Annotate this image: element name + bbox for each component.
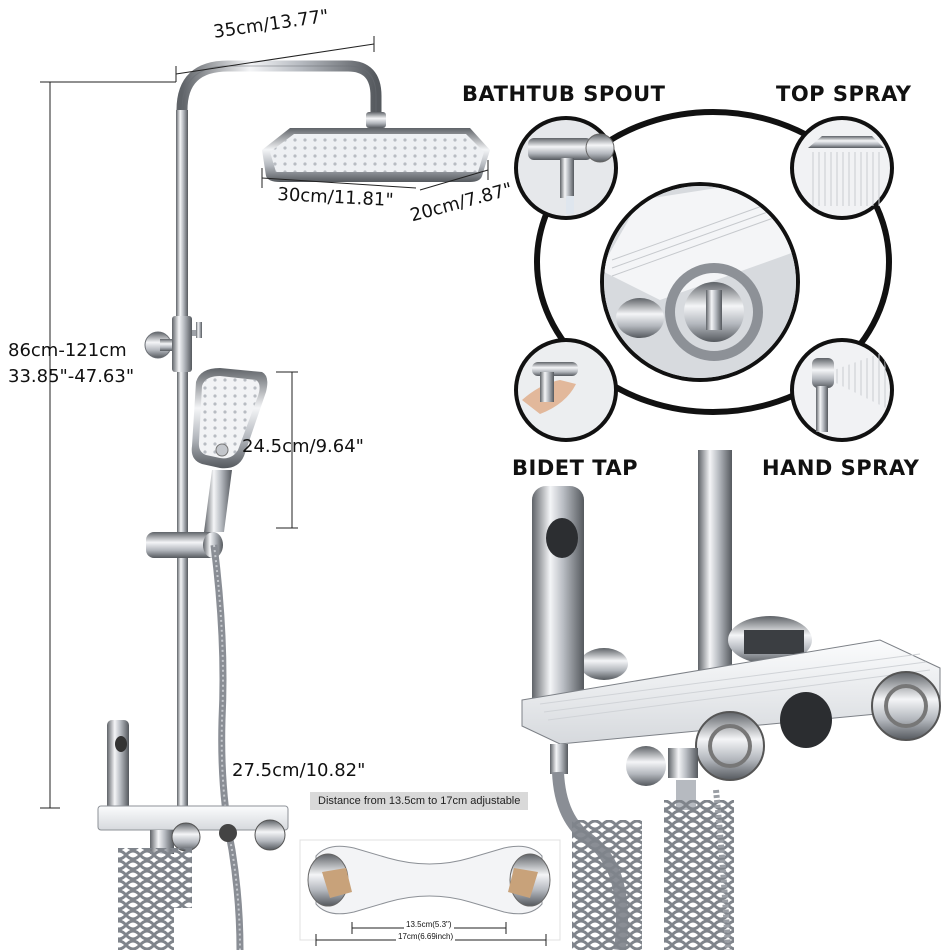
dimension-lines	[40, 36, 489, 809]
top-spray-label: TOP SPRAY	[776, 82, 912, 106]
hand-spray-length-label: 24.5cm/9.64"	[242, 436, 364, 457]
shower-column	[97, 60, 490, 950]
hand-spray-label: HAND SPRAY	[762, 456, 920, 480]
adjust-min-label: 13.5cm(5.3")	[404, 920, 454, 929]
bidet-tap-label: BIDET TAP	[512, 456, 639, 480]
total-height-in-label: 33.85"-47.63"	[8, 366, 135, 387]
hand-shower	[191, 368, 268, 532]
bidet-tap-photo	[514, 338, 618, 442]
adjustable-note: Distance from 13.5cm to 17cm adjustable	[310, 792, 529, 810]
adjustable-inset	[299, 839, 561, 946]
shelf-length-label: 27.5cm/10.82"	[232, 760, 366, 781]
feature-ring	[514, 109, 894, 442]
bathtub-spout-photo	[514, 116, 618, 220]
hand-spray-photo	[790, 338, 894, 442]
rain-shower-head	[262, 128, 490, 182]
shelf-closeup	[521, 450, 941, 950]
bathtub-spout-label: BATHTUB SPOUT	[462, 82, 666, 106]
total-height-cm-label: 86cm-121cm	[8, 340, 127, 361]
top-spray-photo	[790, 116, 894, 220]
adjust-max-label: 17cm(6.69inch)	[396, 932, 456, 941]
